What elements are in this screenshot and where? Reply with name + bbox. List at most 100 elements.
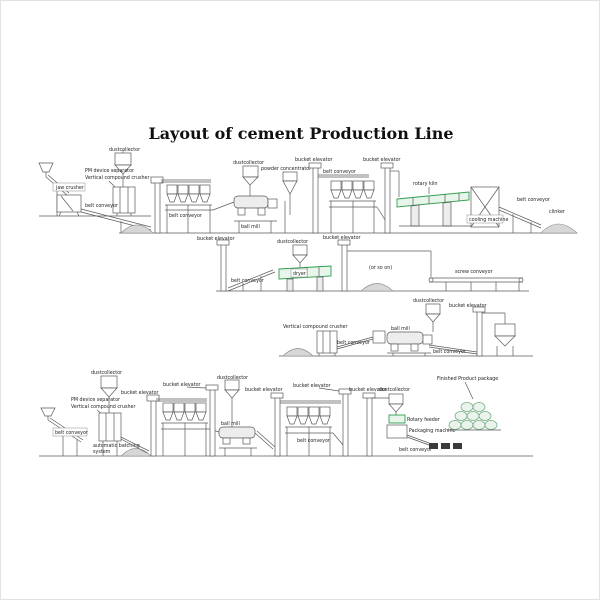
label-bucket-elevator: bucket elevator (197, 236, 235, 242)
dust-collector-1: dustcollector (109, 147, 140, 187)
label-vertical-crusher: Vertical compound crusher (85, 175, 149, 181)
label-clinker: clinker (549, 209, 565, 215)
dust-collector-2: dustcollector (233, 160, 264, 196)
label-belt-conveyor: belt conveyor (85, 203, 118, 209)
dust-collector-5: dustcollector (91, 370, 122, 413)
stock-pile-2: (or so on) (360, 265, 394, 292)
rotary-kiln: rotary kiln (396, 181, 471, 227)
label-bucket-elevator: bucket elevator (349, 387, 387, 393)
bucket-elevator-1 (150, 176, 211, 234)
label-bucket-elevator: bucket elevator (121, 390, 159, 396)
batching-bins-2 (329, 180, 388, 233)
belt-conveyor-mill2: belt conveyor (336, 330, 386, 350)
label-dryer: dryer (293, 271, 306, 277)
belt-conveyor-after-mill2: belt conveyor (428, 344, 478, 355)
label-bucket-elevator: bucket elevator (295, 157, 333, 163)
label-automatic-batching-2: system (93, 449, 111, 455)
label-or-so-on: (or so on) (369, 265, 392, 271)
label-bucket-elevator: bucket elevator (245, 387, 283, 393)
compound-crusher-3 (98, 412, 122, 456)
label-belt-conveyor: belt conveyor (55, 430, 88, 436)
bucket-elevator-4: bucket elevator (197, 236, 235, 292)
label-powder-concentrator: powder concentrator (261, 166, 311, 172)
label-belt-conveyor: belt conveyor (297, 438, 330, 444)
label-belt-conveyor: belt conveyor (399, 447, 432, 453)
label-bucket-elevator: bucket elevator (449, 303, 487, 309)
label-bucket-elevator: bucket elevator (293, 383, 331, 389)
label-vertical-crusher: Vertical compound crusher (283, 324, 347, 330)
label-rotary-feeder: Rotary feeder (407, 417, 440, 423)
label-belt-conveyor: belt conveyor (337, 340, 370, 346)
jaw-crusher: jaw crusher (52, 182, 86, 217)
weigh-hopper (494, 323, 516, 356)
dust-collector-7: dustcollector (379, 387, 410, 415)
packaging-machine: Packaging machine belt conveyor (386, 424, 456, 453)
bucket-elevator-8: bucket elevator (163, 382, 219, 457)
label-belt-conveyor: belt conveyor (433, 349, 466, 355)
label-ball-mill: ball mill (221, 421, 240, 427)
ball-mill-2: ball mill (386, 326, 433, 356)
dryer: dryer (278, 265, 332, 292)
bucket-elevator-9: bucket elevator (245, 387, 341, 457)
dust-collector-4: dustcollector (413, 298, 444, 332)
powder-concentrator: powder concentrator (261, 166, 311, 233)
bucket-elevator-6: bucket elevator (449, 303, 506, 357)
label-bucket-elevator: bucket elevator (363, 157, 401, 163)
label-screw-conveyor: screw conveyor (455, 269, 493, 275)
dust-collector-3: dustcollector (277, 239, 308, 269)
label-cooling-machine: cooling machine (469, 217, 508, 223)
compound-crusher-1 (112, 186, 136, 216)
bucket-elevator-7: bucket elevator (121, 390, 207, 457)
line2: bucket elevator belt conveyor dustcollec… (197, 235, 529, 292)
product-trucks (429, 443, 462, 449)
bucket-elevator-3: bucket elevator (363, 157, 401, 234)
belt-conveyor-dryer: belt conveyor (227, 269, 276, 292)
dust-collector-6: dustcollector (217, 375, 248, 427)
bucket-elevator-2: bucket elevator belt conveyor (295, 157, 369, 234)
line1: jaw crusher dustcollector PM device sepa… (38, 147, 578, 234)
label-belt-conveyor: belt conveyor (323, 169, 356, 175)
label-bucket-elevator: bucket elevator (163, 382, 201, 388)
label-jaw-crusher: jaw crusher (55, 185, 84, 191)
batching-bins-3 (161, 402, 220, 456)
clinker-pile: clinker (540, 209, 578, 234)
batching-bins-4: belt conveyor (285, 406, 344, 456)
line3: Vertical compound crusher belt conveyor … (279, 298, 533, 357)
batching-bins-1: belt conveyor (165, 184, 235, 233)
label-dustcollector: dustcollector (233, 160, 264, 166)
material-pile-3 (282, 348, 314, 357)
label-vertical-crusher: Vertical compound crusher (71, 404, 135, 410)
label-pm-separator: PM device separator (71, 397, 120, 403)
label-dustcollector: dustcollector (277, 239, 308, 245)
label-dustcollector: dustcollector (109, 147, 140, 153)
ball-mill-1: ball mill (233, 195, 278, 233)
label-belt-conveyor: belt conveyor (169, 213, 202, 219)
label-packaging-machine: Packaging machine (409, 428, 456, 434)
screw-conveyor: screw conveyor (428, 269, 524, 291)
label-dustcollector: dustcollector (413, 298, 444, 304)
label-finished-product: Finished Product package (437, 376, 498, 382)
feed-hopper-2: belt conveyor (40, 407, 88, 456)
bucket-elevator-5: bucket elevator (323, 235, 432, 292)
rotary-feeder: Rotary feeder (388, 414, 440, 424)
label-dustcollector: dustcollector (91, 370, 122, 376)
compound-crusher-2: Vertical compound crusher (283, 324, 347, 356)
page-title: Layout of cement Production Line (148, 124, 453, 143)
label-ball-mill: ball mill (241, 224, 260, 230)
pm-separator-callout-2: PM device separator Vertical compound cr… (71, 397, 135, 416)
label-belt-conveyor: belt conveyor (517, 197, 550, 203)
label-pm-separator: PM device separator (85, 168, 134, 174)
finished-product-bags: Finished Product package (437, 376, 501, 431)
line4: belt conveyor dustcollector PM device se… (39, 370, 533, 457)
material-pile-1 (120, 224, 154, 234)
label-rotary-kiln: rotary kiln (413, 181, 437, 187)
label-belt-conveyor: belt conveyor (231, 278, 264, 284)
label-bucket-elevator: bucket elevator (323, 235, 361, 241)
pm-separator-callout-1: PM device separator Vertical compound cr… (85, 168, 149, 190)
cooling-machine: cooling machine (466, 186, 508, 228)
label-ball-mill: ball mill (391, 326, 410, 332)
clinker-conveyor: belt conveyor (498, 197, 550, 233)
automatic-batching-callout: automatic batching system (93, 443, 140, 455)
label-dustcollector: dustcollector (217, 375, 248, 381)
